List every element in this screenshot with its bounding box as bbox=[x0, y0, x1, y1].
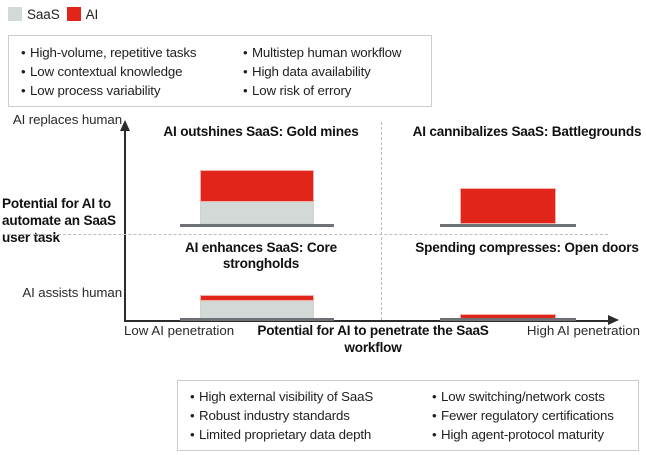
bullet-item: • Robust industry standards bbox=[190, 407, 432, 424]
quadrant-title-bottom-left: AI enhances SaaS: Core strongholds bbox=[185, 240, 337, 271]
bottom-callout-column-1: • High external visibility of SaaS • Robus… bbox=[190, 388, 432, 443]
bullet-dot-icon: • bbox=[432, 408, 437, 423]
bullet-item: •Low process variability bbox=[21, 82, 243, 99]
y-axis-bottom-label: AI assists human bbox=[0, 285, 122, 301]
bullet-item: • Low switching/network costs bbox=[432, 388, 614, 405]
bullet-item: • Fewer regulatory certifications bbox=[432, 407, 614, 424]
bullet-item: •Low risk of errory bbox=[243, 82, 401, 99]
y-axis-arrow-icon bbox=[120, 120, 130, 131]
x-axis-arrow-icon bbox=[608, 315, 619, 325]
chart-legend: SaaS AI bbox=[8, 4, 98, 24]
bullet-item: •Low contextual knowledge bbox=[21, 63, 243, 80]
bullet-text: Limited proprietary data depth bbox=[199, 427, 372, 442]
bullet-text: High external visibility of SaaS bbox=[199, 389, 374, 404]
quadrant-title-top-right: AI cannibalizes SaaS: Battlegrounds bbox=[412, 124, 642, 139]
bullet-text: High-volume, repetitive tasks bbox=[30, 44, 197, 60]
bar-baseline bbox=[440, 318, 576, 321]
bullet-dot-icon: • bbox=[21, 44, 26, 60]
bottom-callout-column-2: • Low switching/network costs • Fewer regu… bbox=[432, 388, 614, 443]
square-swatch-icon bbox=[8, 7, 22, 21]
top-callout-column-2: •Multistep human workflow •High data ava… bbox=[243, 44, 402, 99]
bullet-text: Low contextual knowledge bbox=[30, 63, 183, 79]
x-axis-left-label: Low AI penetration bbox=[124, 323, 235, 338]
bullet-dot-icon: • bbox=[190, 427, 195, 442]
bar-baseline bbox=[180, 318, 334, 321]
quadrant-title-bottom-right: Spending compresses: Open doors bbox=[415, 240, 639, 255]
x-axis-line bbox=[124, 320, 612, 322]
legend-label-ai: AI bbox=[85, 6, 99, 22]
y-axis-title: Potential for AI to automate an SaaS use… bbox=[2, 196, 116, 245]
top-criteria-callout: •High-volume, repetitive tasks •Low cont… bbox=[8, 35, 432, 107]
bar-segment-ai bbox=[460, 188, 556, 224]
bullet-dot-icon: • bbox=[243, 63, 248, 79]
legend-item-ai: AI bbox=[66, 6, 99, 22]
bullet-item: • High external visibility of SaaS bbox=[190, 388, 432, 405]
bullet-text: Multistep human workflow bbox=[252, 44, 402, 60]
bar-segment-saas bbox=[200, 202, 314, 224]
top-callout-column-1: •High-volume, repetitive tasks •Low cont… bbox=[21, 44, 243, 99]
y-axis-line bbox=[124, 130, 126, 322]
y-axis-bottom-label-text: AI assists human bbox=[22, 285, 122, 300]
bullet-item: •High data availability bbox=[243, 63, 401, 80]
bullet-dot-icon: • bbox=[243, 44, 248, 60]
bullet-text: High data availability bbox=[252, 63, 371, 79]
x-axis-right-label: High AI penetration bbox=[526, 323, 640, 338]
bullet-text: High agent-protocol maturity bbox=[441, 427, 604, 442]
x-axis-title: Potential for AI to penetrate the SaaS w… bbox=[257, 323, 489, 355]
quadrant-divider-vertical bbox=[381, 122, 382, 320]
bullet-item: • High agent-protocol maturity bbox=[432, 426, 614, 443]
y-axis-top-label: AI replaces human bbox=[0, 112, 122, 128]
bullet-dot-icon: • bbox=[432, 427, 437, 442]
bar-segment-ai bbox=[200, 170, 314, 202]
bullet-text: Low risk of errory bbox=[252, 82, 352, 98]
bottom-criteria-callout: • High external visibility of SaaS • Robus… bbox=[177, 380, 639, 451]
bullet-dot-icon: • bbox=[190, 408, 195, 423]
bar-baseline bbox=[440, 224, 576, 227]
legend-item-saas: SaaS bbox=[8, 7, 60, 22]
bullet-text: Low switching/network costs bbox=[441, 389, 605, 404]
bar-segment-ai bbox=[200, 295, 314, 301]
y-axis-top-label-text: AI replaces human bbox=[12, 112, 122, 127]
bullet-item: •High-volume, repetitive tasks bbox=[21, 44, 243, 61]
legend-label-saas: SaaS bbox=[27, 6, 60, 22]
quadrant-title-top-left: AI outshines SaaS: Gold mines bbox=[163, 124, 359, 139]
quadrant-divider-horizontal bbox=[8, 234, 608, 235]
bullet-dot-icon: • bbox=[190, 389, 195, 404]
bullet-dot-icon: • bbox=[432, 389, 437, 404]
bullet-text: Fewer regulatory certifications bbox=[441, 408, 614, 423]
bullet-dot-icon: • bbox=[21, 63, 26, 79]
quadrant-chart: AI replaces human AI assists human Poten… bbox=[0, 110, 646, 360]
bullet-dot-icon: • bbox=[21, 82, 26, 98]
bar-baseline bbox=[180, 224, 334, 227]
bullet-item: • Limited proprietary data depth bbox=[190, 426, 432, 443]
bullet-text: Low process variability bbox=[30, 82, 161, 98]
bullet-dot-icon: • bbox=[243, 82, 248, 98]
plot-area: AI outshines SaaS: Gold mines AI canniba… bbox=[8, 120, 642, 325]
square-swatch-icon bbox=[66, 7, 81, 21]
bullet-item: •Multistep human workflow bbox=[243, 44, 402, 61]
bullet-text: Robust industry standards bbox=[199, 408, 350, 423]
